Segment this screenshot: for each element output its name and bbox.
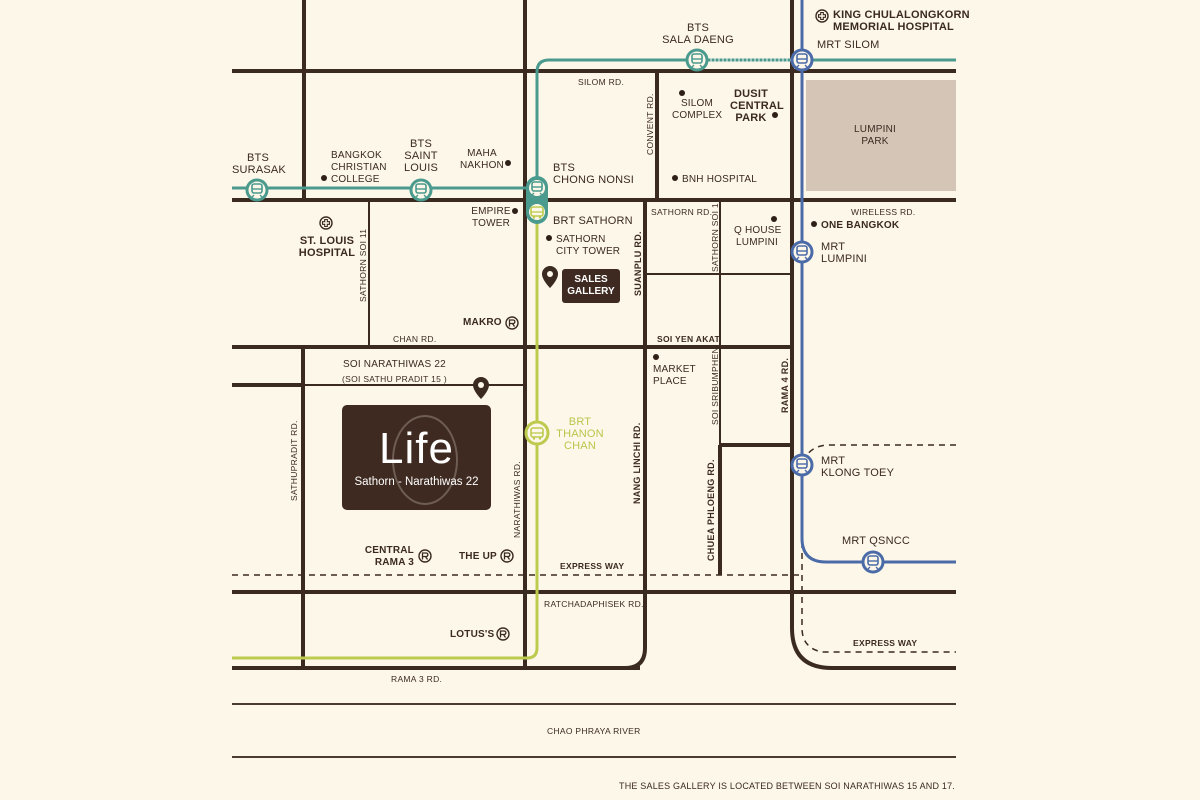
- lotuss-label: LOTUS'S: [450, 629, 495, 640]
- sathupradit-rd-label: SATHUPRADIT RD.: [289, 420, 299, 501]
- hospital-icon: [815, 9, 829, 23]
- footnote: THE SALES GALLERY IS LOCATED BETWEEN SOI…: [619, 781, 955, 791]
- expressway-label-2: EXPRESS WAY: [853, 638, 918, 648]
- narathiwas-rd-label: NARATHIWAS RD.: [512, 461, 522, 538]
- sathorn-rd-label: SATHORN RD.: [651, 207, 713, 217]
- soi-sathu-pradit15-label: (SOI SATHU PRADIT 15 ): [342, 374, 447, 384]
- bts-line: [232, 58, 802, 190]
- sathorn-soi11-label: SATHORN SOI 11: [358, 228, 368, 302]
- one-bangkok-label: ONE BANGKOK: [811, 220, 899, 232]
- chuea-phloeng-rd-label: CHUEA PHLOENG RD.: [706, 459, 716, 561]
- chao-phraya-river-label: CHAO PHRAYA RIVER: [547, 726, 641, 736]
- rama3-rd-label: RAMA 3 RD.: [391, 674, 443, 684]
- rama4-rd-label: RAMA 4 RD.: [780, 357, 790, 413]
- mrt-line: [800, 0, 956, 564]
- soi-narathiwas22-label: SOI NARATHIWAS 22: [343, 359, 446, 370]
- suanplu-rd-label: SUANPLU RD.: [633, 231, 643, 296]
- major-roads: [232, 0, 956, 670]
- convent-rd-label: CONVENT RD.: [645, 93, 655, 155]
- ratchadaphisek-rd-label: RATCHADAPHISEK RD.: [544, 599, 644, 609]
- wireless-rd-label: WIRELESS RD.: [851, 207, 916, 217]
- lumpini-park-area: [806, 80, 956, 191]
- bts-station-icons: [245, 48, 709, 224]
- bnh-hospital-label: BNH HOSPITAL: [672, 174, 757, 186]
- project-logo-box: Life Sathorn - Narathiwas 22: [342, 405, 491, 510]
- soi-sribumphen-label: SOI SRIBUMPHEN: [710, 347, 720, 425]
- mrt-station-icons: [790, 48, 885, 574]
- hospital-icon: [319, 216, 333, 230]
- logo-swirl-icon: [392, 415, 458, 505]
- the-up-label: THE UP: [459, 551, 497, 562]
- sathorn-soi1-label: SATHORN SOI 1: [710, 203, 720, 272]
- brt-sathorn-label: BRT SATHORN: [553, 215, 633, 227]
- nang-linchi-rd-label: NANG LINCHI RD.: [632, 422, 642, 505]
- mrt-qsncc-label: MRT QSNCC: [842, 535, 911, 547]
- expressway: [232, 444, 956, 653]
- project-logo: Life: [379, 424, 454, 473]
- soi-yen-akat-label: SOI YEN AKAT: [657, 334, 720, 344]
- brt-station-icons: [524, 204, 550, 446]
- silom-rd-label: SILOM RD.: [578, 77, 625, 87]
- project-subtitle: Sathorn - Narathiwas 22: [354, 476, 479, 488]
- map-pin-icon: [473, 266, 558, 399]
- chan-rd-label: CHAN RD.: [393, 334, 437, 344]
- makro-label: MAKRO: [463, 317, 502, 328]
- expressway-label: EXPRESS WAY: [560, 561, 625, 571]
- mrt-silom-label: MRT SILOM: [817, 39, 880, 51]
- brt-line: [232, 212, 539, 660]
